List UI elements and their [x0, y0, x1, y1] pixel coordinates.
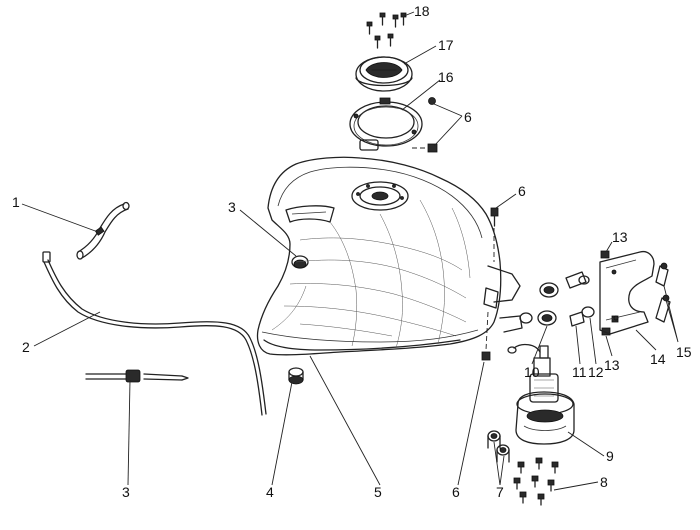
fuel-fittings-part: [487, 430, 510, 463]
pump-screws-part: [513, 457, 559, 506]
callout-18: 18: [414, 3, 430, 19]
callout-17: 17: [438, 37, 454, 53]
callout-labels: 1 2 3 3 4 5 6 6 6 7 8 9 10 11 12 13 13 1…: [12, 3, 692, 500]
callout-5: 5: [374, 484, 382, 500]
cable-tie-part: [85, 369, 189, 383]
callout-16: 16: [438, 69, 454, 85]
callout-15: 15: [676, 344, 692, 360]
callout-4: 4: [266, 484, 274, 500]
callout-11: 11: [572, 364, 587, 380]
callout-7: 7: [496, 484, 504, 500]
callout-14: 14: [650, 351, 666, 367]
fuel-cap-part: [355, 56, 413, 92]
callout-1: 1: [12, 194, 20, 210]
bolt-mid-part: [490, 207, 499, 262]
callout-10: 10: [524, 364, 540, 380]
fuel-tank-body: [256, 156, 523, 356]
fuel-pump-part: [507, 343, 575, 445]
drain-hose-part: [42, 251, 267, 416]
leader-lines: [21, 11, 679, 491]
callout-12: 12: [588, 364, 604, 380]
callout-13-bottom: 13: [604, 357, 620, 373]
long-bolts-part: [655, 262, 671, 323]
rear-mount-hardware: [519, 250, 619, 336]
breather-hose-part: [76, 201, 130, 260]
callout-2: 2: [22, 339, 30, 355]
rubber-cap-part: [291, 255, 309, 269]
callout-8: 8: [600, 474, 608, 490]
callout-6-mid: 6: [518, 183, 526, 199]
grommet-part: [288, 367, 304, 385]
bolt-set-top-part: [412, 97, 438, 153]
cap-ring-part: [349, 97, 423, 151]
callout-3-bottom: 3: [122, 484, 130, 500]
callout-3-top: 3: [228, 199, 236, 215]
cap-screws-part: [366, 12, 407, 49]
callout-13-top: 13: [612, 229, 628, 245]
callout-9: 9: [606, 448, 614, 464]
callout-6-bottom: 6: [452, 484, 460, 500]
callout-6-top: 6: [464, 109, 472, 125]
bolt-bottom-part: [481, 311, 491, 361]
rear-bracket-part: [599, 250, 655, 335]
